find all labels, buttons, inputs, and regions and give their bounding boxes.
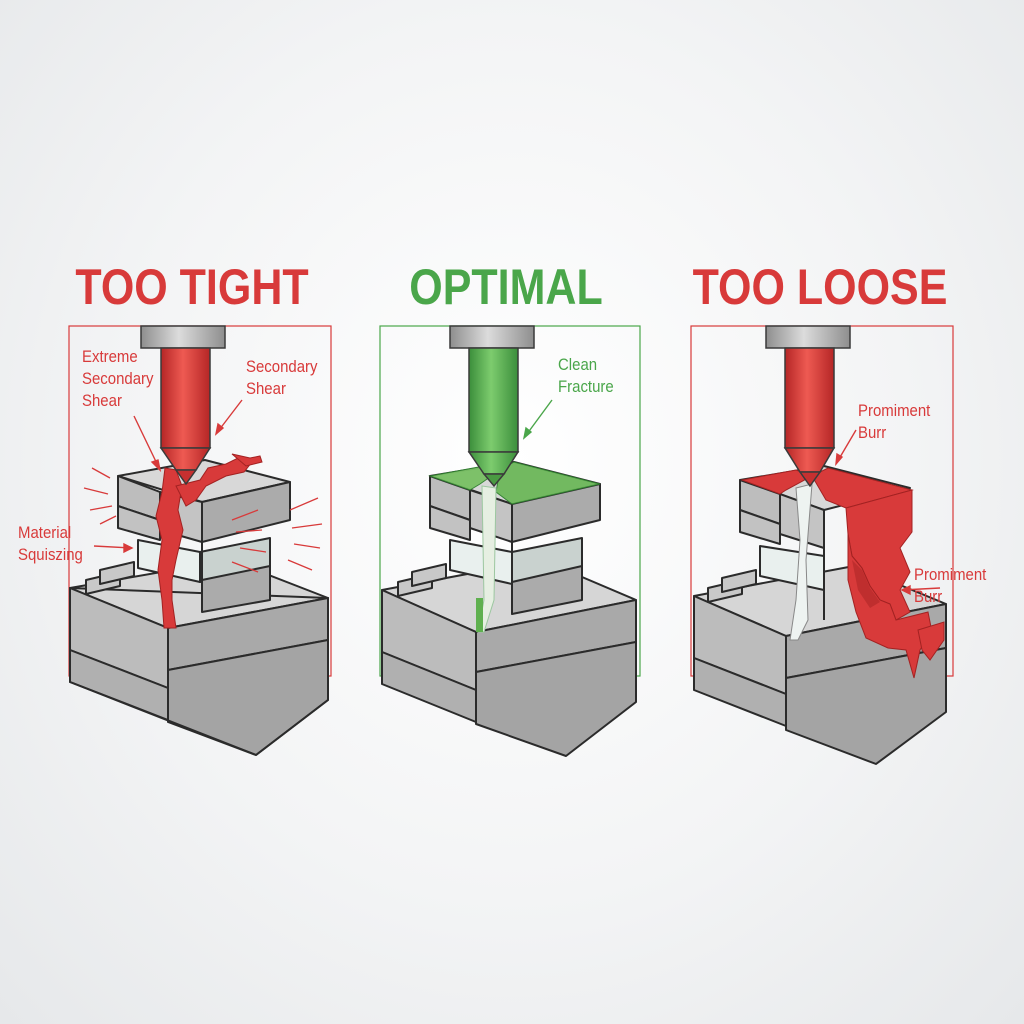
base-die — [381, 559, 637, 757]
label-clean-fracture: Clean Fracture — [558, 355, 614, 396]
label-secondary-shear: Secondary Shear — [246, 357, 318, 398]
label-prominent-burr-side: Promiment Burr — [914, 565, 987, 606]
punch-rod — [449, 325, 535, 488]
fracture-line — [789, 483, 813, 641]
annotation-arrows — [522, 399, 553, 440]
title-too-tight: TOO TIGHT — [75, 259, 309, 315]
panel-too-tight — [68, 325, 332, 756]
burr-shadow — [852, 560, 880, 608]
punch-rod — [140, 325, 226, 486]
force-lines — [83, 467, 323, 573]
burr-deformation — [740, 467, 945, 679]
base-die — [693, 565, 947, 765]
panel-too-loose — [690, 325, 954, 765]
punch-rod — [765, 325, 851, 488]
label-prominent-burr-top: Promiment Burr — [858, 401, 931, 442]
panel-optimal — [379, 325, 641, 757]
base-die — [69, 559, 329, 756]
title-too-loose: TOO LOOSE — [692, 259, 948, 315]
title-optimal: OPTIMAL — [409, 259, 603, 315]
annotation-arrows — [93, 399, 243, 554]
fracture-crack — [155, 453, 263, 629]
annotation-arrows — [835, 429, 941, 596]
label-material-squiszing: Material Squiszing — [18, 523, 83, 564]
label-extreme-secondary-shear: Extreme Secondary Shear — [82, 347, 154, 410]
